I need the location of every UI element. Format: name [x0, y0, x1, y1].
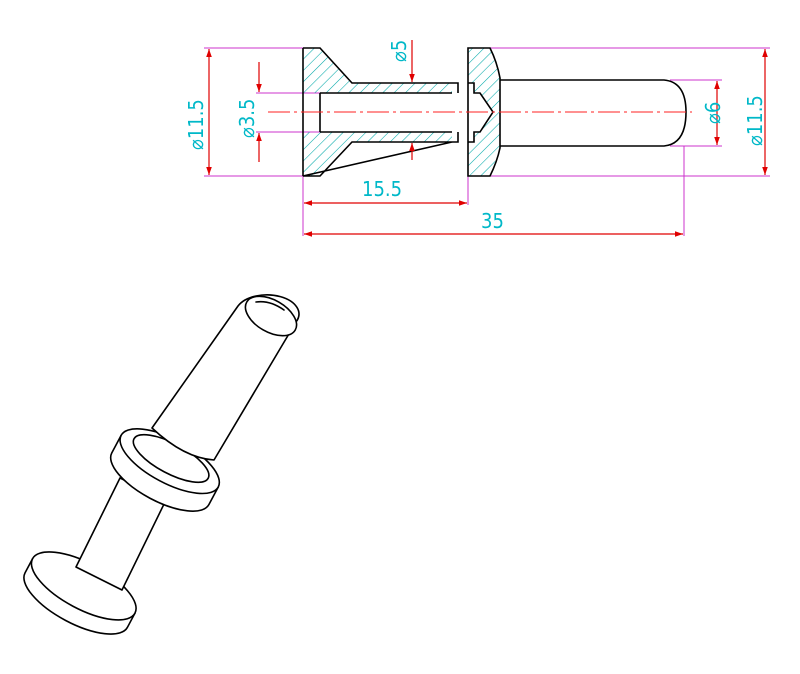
dim-label-total: 35: [481, 209, 504, 233]
extension-lines: [204, 47, 770, 236]
left-tube-end: [452, 82, 459, 143]
dim-label-outer-right: ⌀11.5: [743, 95, 767, 146]
left-head-hatch-top: [303, 48, 452, 93]
dimension-labels: ⌀11.5 ⌀3.5 ⌀5 15.5 35 ⌀6 ⌀11.5: [184, 40, 767, 233]
iso-top-cap: [244, 295, 298, 337]
dim-label-len-left: 15.5: [362, 177, 402, 201]
dim-label-bore: ⌀3.5: [235, 99, 259, 138]
dim-label-top-bore: ⌀5: [387, 40, 411, 62]
dimension-lines: [206, 40, 768, 237]
right-head-hatch: [468, 48, 500, 176]
dim-label-shank: ⌀6: [701, 102, 725, 124]
section-view: ⌀11.5 ⌀3.5 ⌀5 15.5 35 ⌀6 ⌀11.5: [184, 40, 770, 237]
right-head-outline: [467, 47, 501, 177]
shank-outline: [500, 79, 687, 147]
left-part-outline: [302, 47, 453, 177]
iso-top-cap-inner: [255, 300, 285, 311]
dim-label-outer-left: ⌀11.5: [184, 99, 208, 150]
isometric-view: [23, 294, 300, 635]
left-part-section: [302, 47, 459, 177]
left-head-hatch-bottom: [303, 132, 452, 176]
